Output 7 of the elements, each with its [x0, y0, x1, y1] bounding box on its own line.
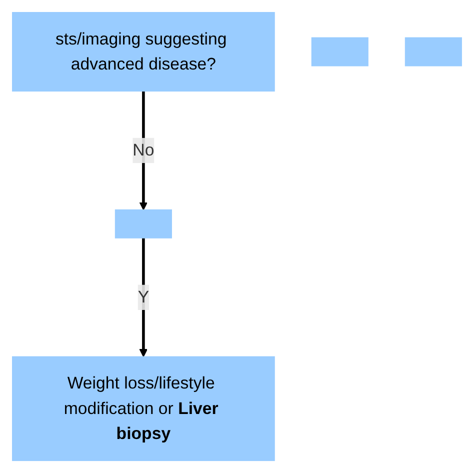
node-box	[404, 38, 462, 67]
node-box: Weight loss/lifestyle modification or Liver biopsy	[12, 356, 275, 462]
edge-label: Y	[138, 288, 150, 307]
edge-label: No	[132, 141, 154, 160]
node-box	[311, 38, 368, 67]
node-box: sts/imaging suggesting advanced disease?	[12, 12, 275, 92]
node-box	[114, 210, 172, 239]
